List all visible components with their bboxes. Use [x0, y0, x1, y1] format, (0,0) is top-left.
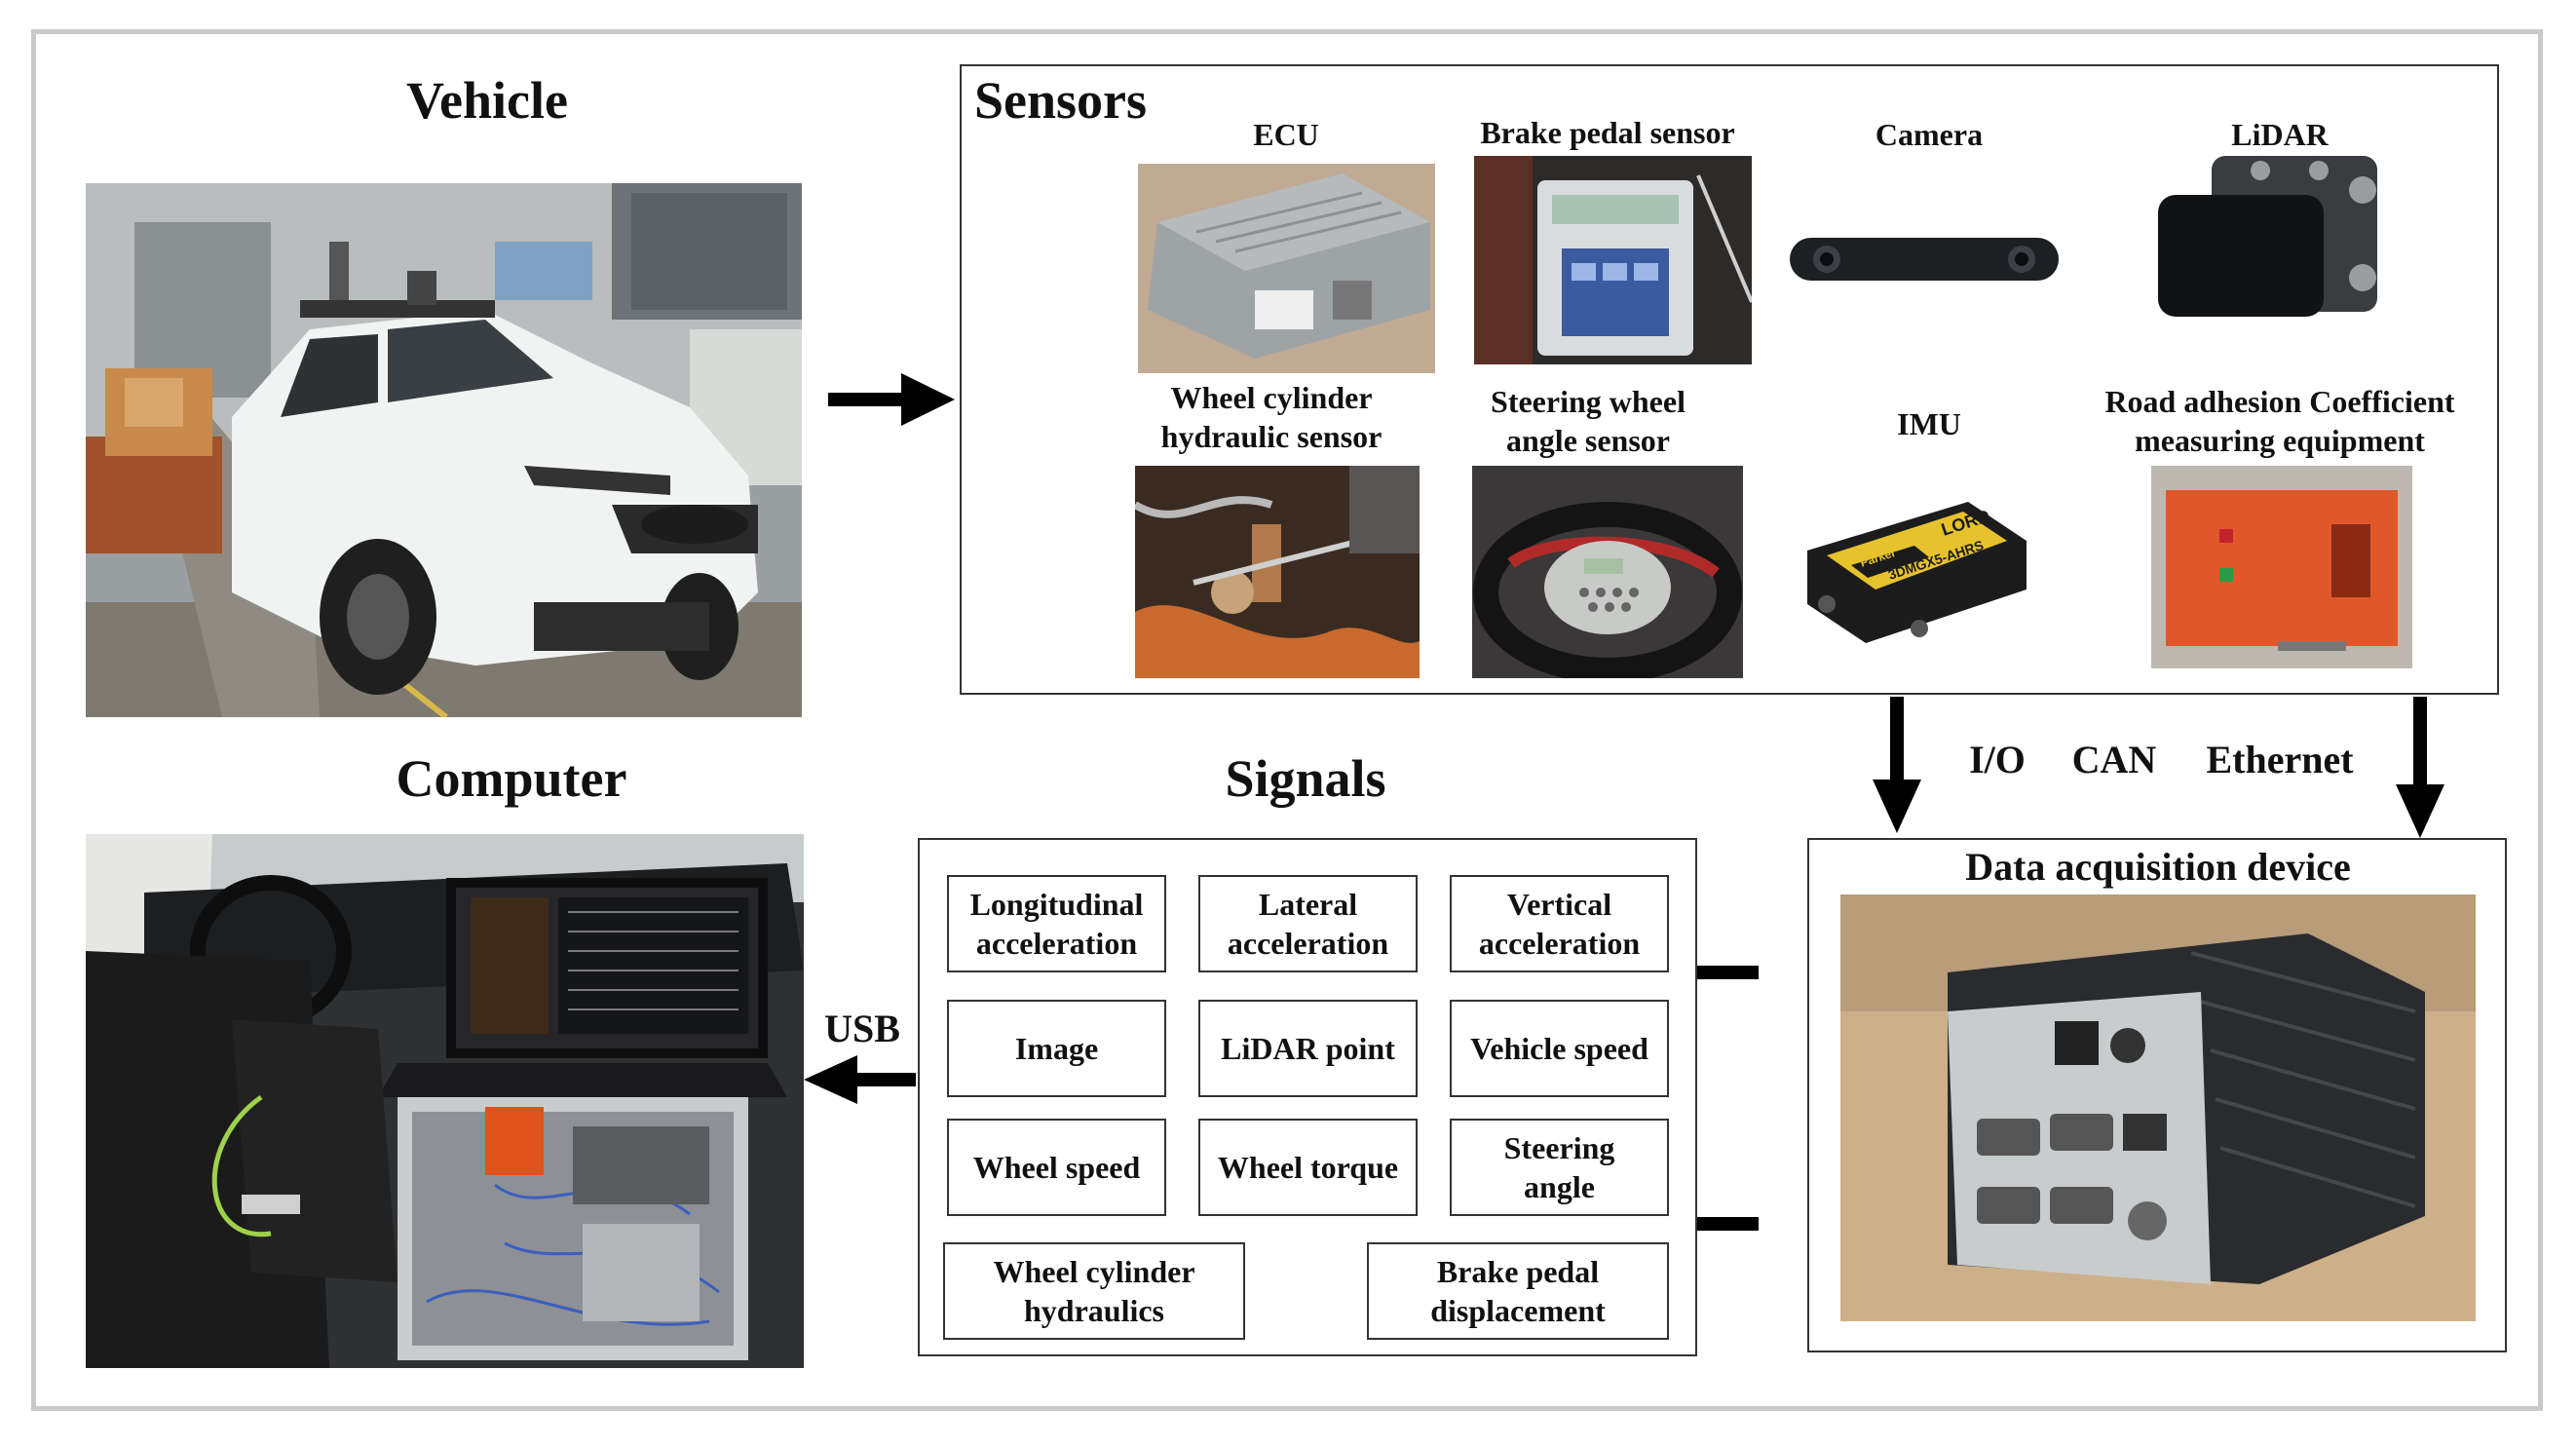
signal-wheel-cylinder-hydraulics: Wheel cylinder hydraulics: [943, 1242, 1245, 1340]
signal-wheel-cylinder-line2: hydraulics: [1023, 1293, 1164, 1328]
computer-title: Computer: [396, 749, 627, 808]
signal-lateral-acceleration: Lateral acceleration: [1198, 875, 1418, 972]
signal-longitudinal-acceleration: Longitudinal acceleration: [947, 875, 1166, 972]
sensors-title: Sensors: [974, 71, 1148, 130]
can-label: CAN: [2071, 738, 2157, 781]
wheel-cylinder-label-1: Wheel cylinder: [1170, 380, 1373, 415]
steering-sensor-photo: [1472, 466, 1743, 678]
road-adhesion-label-1: Road adhesion Coefficient: [2104, 384, 2455, 419]
steering-sensor-label-1: Steering wheel: [1491, 384, 1686, 419]
wheel-cylinder-photo: [1135, 466, 1420, 678]
imu-label: IMU: [1897, 406, 1961, 441]
signal-wheel-torque: Wheel torque: [1198, 1119, 1418, 1216]
vehicle-title: Vehicle: [406, 71, 568, 130]
ecu-photo: [1138, 164, 1435, 373]
signal-steering-angle: Steering angle: [1450, 1119, 1669, 1216]
signal-image: Image: [947, 1000, 1166, 1097]
steering-sensor-label-2: angle sensor: [1506, 423, 1670, 458]
signal-longitudinal-line2: acceleration: [975, 926, 1138, 961]
imu-photo: LORD Parker 3DMGX5-AHRS: [1798, 497, 2036, 648]
daq-title: Data acquisition device: [1965, 845, 2351, 889]
signal-wheel-cylinder-line1: Wheel cylinder: [993, 1254, 1195, 1289]
brake-pedal-sensor-photo: [1474, 156, 1752, 364]
road-adhesion-label-2: measuring equipment: [2135, 423, 2425, 458]
io-label: I/O: [1969, 738, 2026, 781]
signal-steering-line1: Steering: [1503, 1130, 1615, 1165]
signal-vertical-line1: Vertical: [1506, 887, 1612, 922]
outer-frame: [31, 29, 2543, 1411]
wheel-cylinder-label-2: hydraulic sensor: [1160, 419, 1383, 454]
signal-brake-pedal-displacement: Brake pedal displacement: [1367, 1242, 1669, 1340]
signal-vehicle-speed: Vehicle speed: [1450, 1000, 1669, 1097]
signal-lateral-line1: Lateral: [1258, 887, 1358, 922]
vehicle-photo: [86, 183, 802, 717]
lidar-label: LiDAR: [2231, 117, 2329, 152]
camera-photo: [1788, 234, 2061, 285]
camera-label: Camera: [1875, 117, 1984, 152]
ethernet-label: Ethernet: [2206, 738, 2354, 781]
signal-steering-line2: angle: [1524, 1169, 1595, 1204]
computer-photo: [86, 834, 804, 1368]
signals-title: Signals: [1225, 749, 1386, 808]
signal-brake-pedal-line1: Brake pedal: [1436, 1254, 1600, 1289]
signal-brake-pedal-line2: displacement: [1430, 1293, 1606, 1328]
signal-lateral-line2: acceleration: [1227, 926, 1389, 961]
ecu-label: ECU: [1253, 117, 1319, 152]
brake-pedal-sensor-label: Brake pedal sensor: [1480, 115, 1735, 150]
lidar-photo: [2153, 151, 2397, 322]
usb-label: USB: [824, 1007, 900, 1050]
signal-lidar-point: LiDAR point: [1198, 1000, 1418, 1097]
signals-box: [918, 838, 1697, 1356]
signal-longitudinal-line1: Longitudinal: [969, 887, 1144, 922]
signal-vertical-acceleration: Vertical acceleration: [1450, 875, 1669, 972]
signal-wheel-speed: Wheel speed: [947, 1119, 1166, 1216]
road-adhesion-photo: [2151, 466, 2412, 668]
signal-vertical-line2: acceleration: [1478, 926, 1641, 961]
daq-photo: [1840, 894, 2476, 1321]
